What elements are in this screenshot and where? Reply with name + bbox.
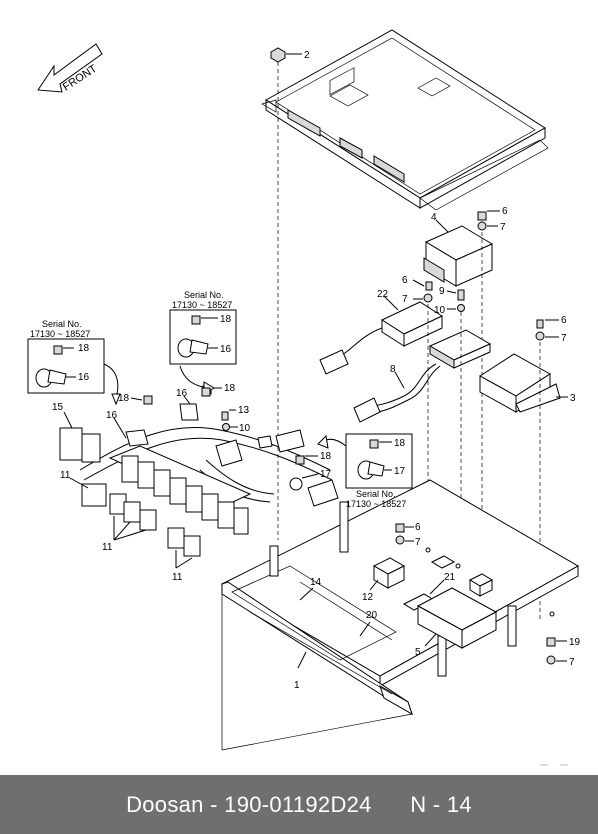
exploded-parts-diagram: FRONT 2 4 6 7 [27,29,581,766]
serial-box-3-title: Serial No. [356,489,396,499]
callout-14: 14 [310,577,322,588]
relay-4: 4 6 7 [423,206,508,580]
relays-11: 11 11 11 [60,470,201,583]
callout-8: 8 [390,364,396,375]
screw-19: 19 7 [546,637,581,668]
serial-box-1-range: 17130 ~ 18527 [30,329,90,339]
callout-6a: 6 [502,206,508,217]
callout-19: 19 [569,637,581,648]
callout-9: 9 [439,286,445,297]
callout-7a: 7 [500,222,506,233]
callout-11a: 11 [60,470,71,481]
callout-17a: 17 [320,469,332,480]
callout-12: 12 [362,592,374,603]
serial-box-2-range: 17130 ~ 18527 [172,300,232,310]
nut-2: 2 [270,47,310,540]
screw-6: 6 7 [395,522,421,548]
harness-8: 8 [353,363,441,423]
callout-3: 3 [570,393,576,404]
callout-10a: 10 [434,305,446,316]
serial-box-1: Serial No. 17130 ~ 18527 18 16 [27,319,121,406]
callout-4: 4 [431,212,437,223]
serial-box-3-range: 17130 ~ 18527 [346,499,406,509]
serial-box-3: 18 17 Serial No. 17130 ~ 18527 [317,433,413,509]
footer-bar: Doosan - 190-01192D24 N - 14 [0,775,598,834]
callout-15: 15 [52,402,64,413]
callout-11c: 11 [172,572,183,583]
callout-5: 5 [415,647,421,658]
callout-21: 21 [444,572,456,583]
serial-box-2-title: Serial No. [184,290,224,300]
callout-6d: 6 [415,522,421,533]
callout-2: 2 [304,50,310,61]
box-5: 5 [415,587,498,658]
serial-box-1-upper: 18 [78,343,90,354]
serial-box-3-upper: 18 [394,438,406,449]
callout-7c: 7 [561,333,567,344]
callout-13: 13 [238,405,250,416]
footer-separator: - [203,791,225,817]
serial-box-1-title: Serial No. [42,319,82,329]
serial-box-1-lower: 16 [78,372,90,383]
relay-12: 12 [362,557,406,603]
callout-10b: 10 [239,423,251,434]
serial-box-3-lower: 17 [394,466,406,477]
callout-7b: 7 [402,294,408,305]
callout-6b: 6 [402,275,408,286]
footer-part-number: 190-01192D24 [224,791,372,817]
serial-box-2-upper: 18 [220,314,232,325]
callout-20: 20 [366,610,378,621]
callout-18b: 18 [224,383,236,394]
front-arrow: FRONT [37,43,103,93]
module-22: 22 6 7 [319,275,444,540]
callout-6c: 6 [561,315,567,326]
callout-16a: 16 [106,410,118,421]
serial-box-2-lower: 16 [220,344,232,355]
callout-1: 1 [294,680,300,691]
callout-22: 22 [377,289,389,300]
resistor-9: 9 10 [428,286,492,580]
callout-18c: 18 [320,451,332,462]
relay-harness: 15 16 16 18 18 13 10 18 17 [52,383,339,535]
callout-16b: 16 [176,388,188,399]
callout-11b: 11 [102,542,113,553]
callout-7e: 7 [569,657,575,668]
serial-box-2: Serial No. 17130 ~ 18527 18 16 [169,290,237,395]
callout-18a: 18 [118,393,130,404]
base-plate: 1 14 20 [220,479,580,751]
main-controller [261,29,549,211]
screw-18-left [201,387,211,397]
footer-page: N - 14 [410,791,472,817]
footer-brand: Doosan [126,791,204,817]
callout-7d: 7 [415,537,421,548]
relay-row [121,455,249,535]
